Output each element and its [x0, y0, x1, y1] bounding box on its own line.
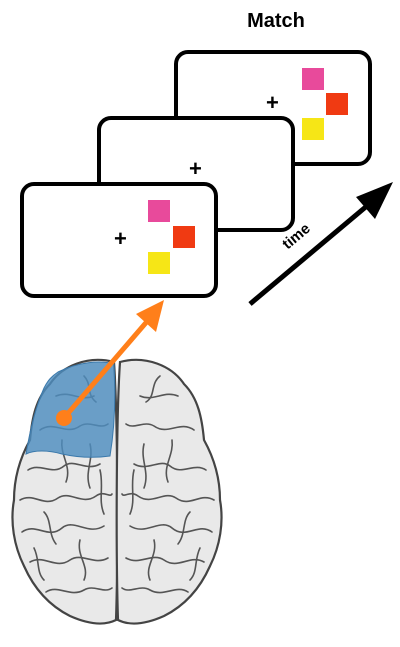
- fixation-cross: +: [189, 156, 202, 181]
- red-square: [326, 93, 348, 115]
- red-square: [173, 226, 195, 248]
- stimulation-arrow: [56, 300, 164, 426]
- stimulus-card-front: +: [20, 182, 218, 298]
- yellow-square: [302, 118, 324, 140]
- stimulation-point: [56, 410, 72, 426]
- yellow-square: [148, 252, 170, 274]
- fixation-cross: +: [266, 90, 279, 115]
- pink-square: [302, 68, 324, 90]
- match-title: Match: [247, 10, 305, 32]
- pink-square: [148, 200, 170, 222]
- time-arrow: [248, 182, 393, 306]
- fixation-cross: +: [114, 226, 127, 251]
- brain-illustration: [11, 358, 223, 625]
